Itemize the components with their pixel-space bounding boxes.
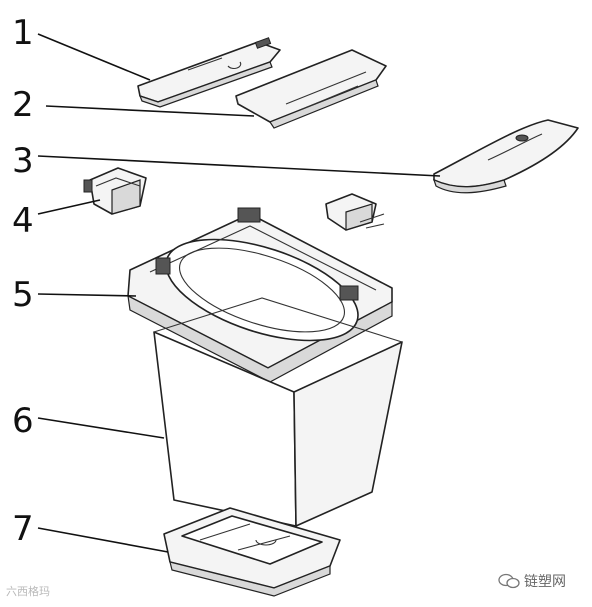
- leader-4: [37, 199, 101, 215]
- watermark-right: 链塑网: [498, 571, 566, 591]
- wechat-logo-icon: [498, 573, 520, 589]
- part-1-top-plate: [137, 37, 281, 108]
- part-4-bracket-left: [83, 167, 147, 215]
- label-7: 7: [12, 509, 34, 549]
- label-2: 2: [12, 85, 34, 125]
- label-3: 3: [12, 141, 34, 181]
- leader-7: [37, 527, 169, 553]
- part-6-cabinet-box: [153, 297, 403, 527]
- watermark-left: 六西格玛: [6, 585, 50, 598]
- label-5: 5: [12, 275, 34, 315]
- part-5-top-frame: [127, 207, 393, 383]
- watermark-right-text: 链塑网: [524, 574, 566, 590]
- label-4: 4: [12, 201, 34, 241]
- label-6: 6: [12, 401, 34, 441]
- leader-6: [37, 417, 165, 439]
- part-4-bracket-right: [325, 193, 385, 231]
- part-3-curved-panel: [432, 119, 579, 194]
- leader-1: [37, 33, 151, 81]
- part-2-long-panel: [235, 49, 387, 129]
- leader-2: [45, 105, 255, 117]
- label-1: 1: [12, 13, 34, 53]
- leader-3: [37, 155, 441, 177]
- leader-5: [37, 293, 137, 297]
- part-7-base-tray: [163, 507, 341, 597]
